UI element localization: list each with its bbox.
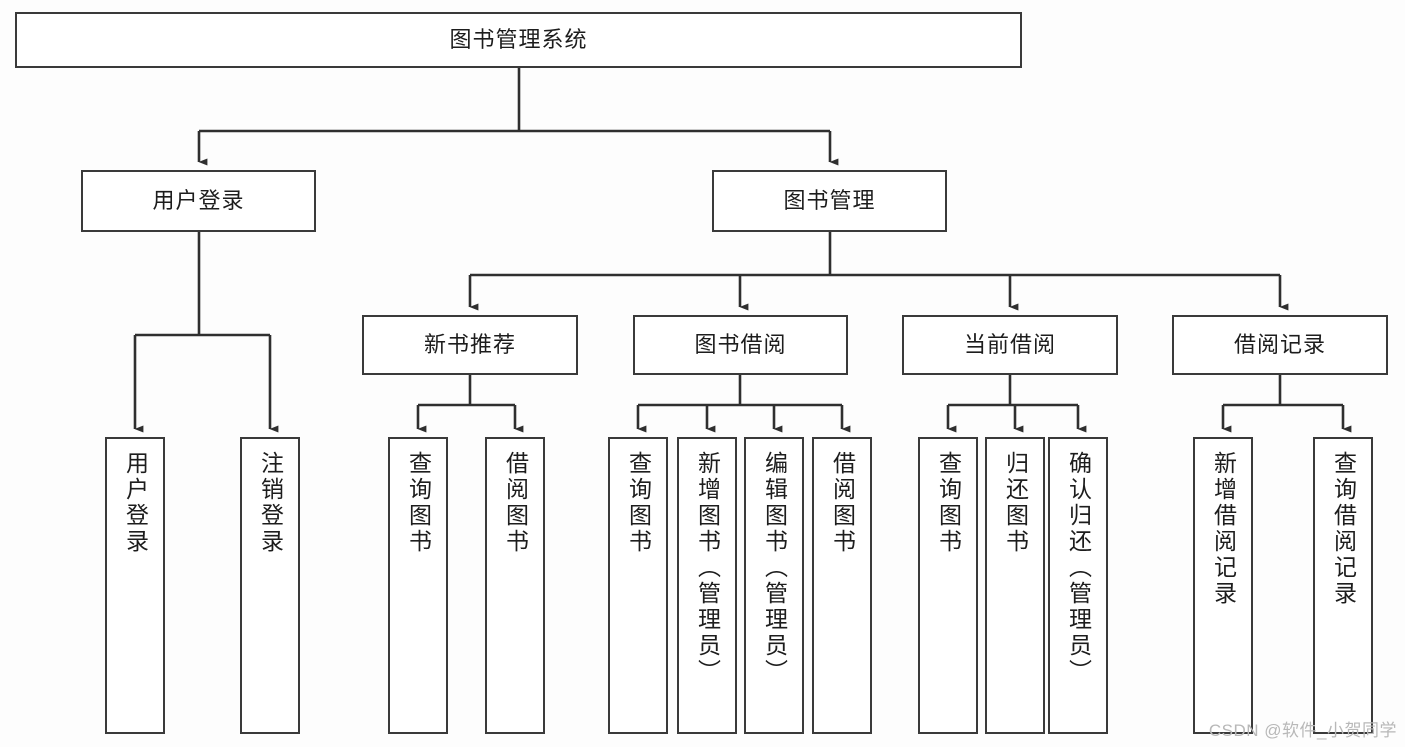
node-label: 当前借阅: [963, 332, 1056, 358]
leaf-borrow-borrow-book[interactable]: 借阅图书: [812, 437, 872, 734]
watermark-text: CSDN @软件_小贺同学: [1208, 721, 1397, 740]
leaf-current-return-book[interactable]: 归还图书: [985, 437, 1045, 734]
leaf-record-add-record[interactable]: 新增借阅记录: [1193, 437, 1253, 734]
node-label: 借阅图书: [502, 451, 529, 555]
leaf-borrow-add-book-admin[interactable]: 新增图书（管理员）: [677, 437, 737, 734]
leaf-new-book-borrow[interactable]: 借阅图书: [485, 437, 545, 734]
node-new-book-recommend[interactable]: 新书推荐: [362, 315, 578, 375]
leaf-user-login-signin[interactable]: 用户登录: [105, 437, 165, 734]
node-label: 图书借阅: [694, 332, 787, 358]
node-root-system[interactable]: 图书管理系统: [15, 12, 1022, 68]
node-label: 借阅记录: [1233, 332, 1326, 358]
leaf-user-login-signout[interactable]: 注销登录: [240, 437, 300, 734]
node-current-borrow[interactable]: 当前借阅: [902, 315, 1118, 375]
node-label: 新增借阅记录: [1210, 451, 1237, 607]
node-book-borrow[interactable]: 图书借阅: [633, 315, 848, 375]
node-label: 用户登录: [152, 188, 245, 214]
node-label: 查询借阅记录: [1330, 451, 1357, 607]
node-label: 用户登录: [122, 451, 149, 555]
node-label: 编辑图书（管理员）: [761, 451, 788, 685]
leaf-record-query-record[interactable]: 查询借阅记录: [1313, 437, 1373, 734]
node-borrow-record[interactable]: 借阅记录: [1172, 315, 1388, 375]
leaf-borrow-query-book[interactable]: 查询图书: [608, 437, 668, 734]
leaf-borrow-edit-book-admin[interactable]: 编辑图书（管理员）: [744, 437, 804, 734]
node-label: 查询图书: [405, 451, 432, 555]
node-label: 注销登录: [257, 451, 284, 555]
node-label: 借阅图书: [829, 451, 856, 555]
node-user-login[interactable]: 用户登录: [81, 170, 316, 232]
node-book-management[interactable]: 图书管理: [712, 170, 947, 232]
node-label: 归还图书: [1002, 451, 1029, 555]
node-label: 图书管理: [783, 188, 876, 214]
node-label: 新书推荐: [423, 332, 516, 358]
node-label: 查询图书: [935, 451, 962, 555]
leaf-new-book-query[interactable]: 查询图书: [388, 437, 448, 734]
node-label: 图书管理系统: [449, 27, 588, 53]
leaf-current-confirm-return-admin[interactable]: 确认归还（管理员）: [1048, 437, 1108, 734]
node-label: 新增图书（管理员）: [694, 451, 721, 685]
node-label: 查询图书: [625, 451, 652, 555]
leaf-current-query-book[interactable]: 查询图书: [918, 437, 978, 734]
node-label: 确认归还（管理员）: [1065, 451, 1092, 685]
